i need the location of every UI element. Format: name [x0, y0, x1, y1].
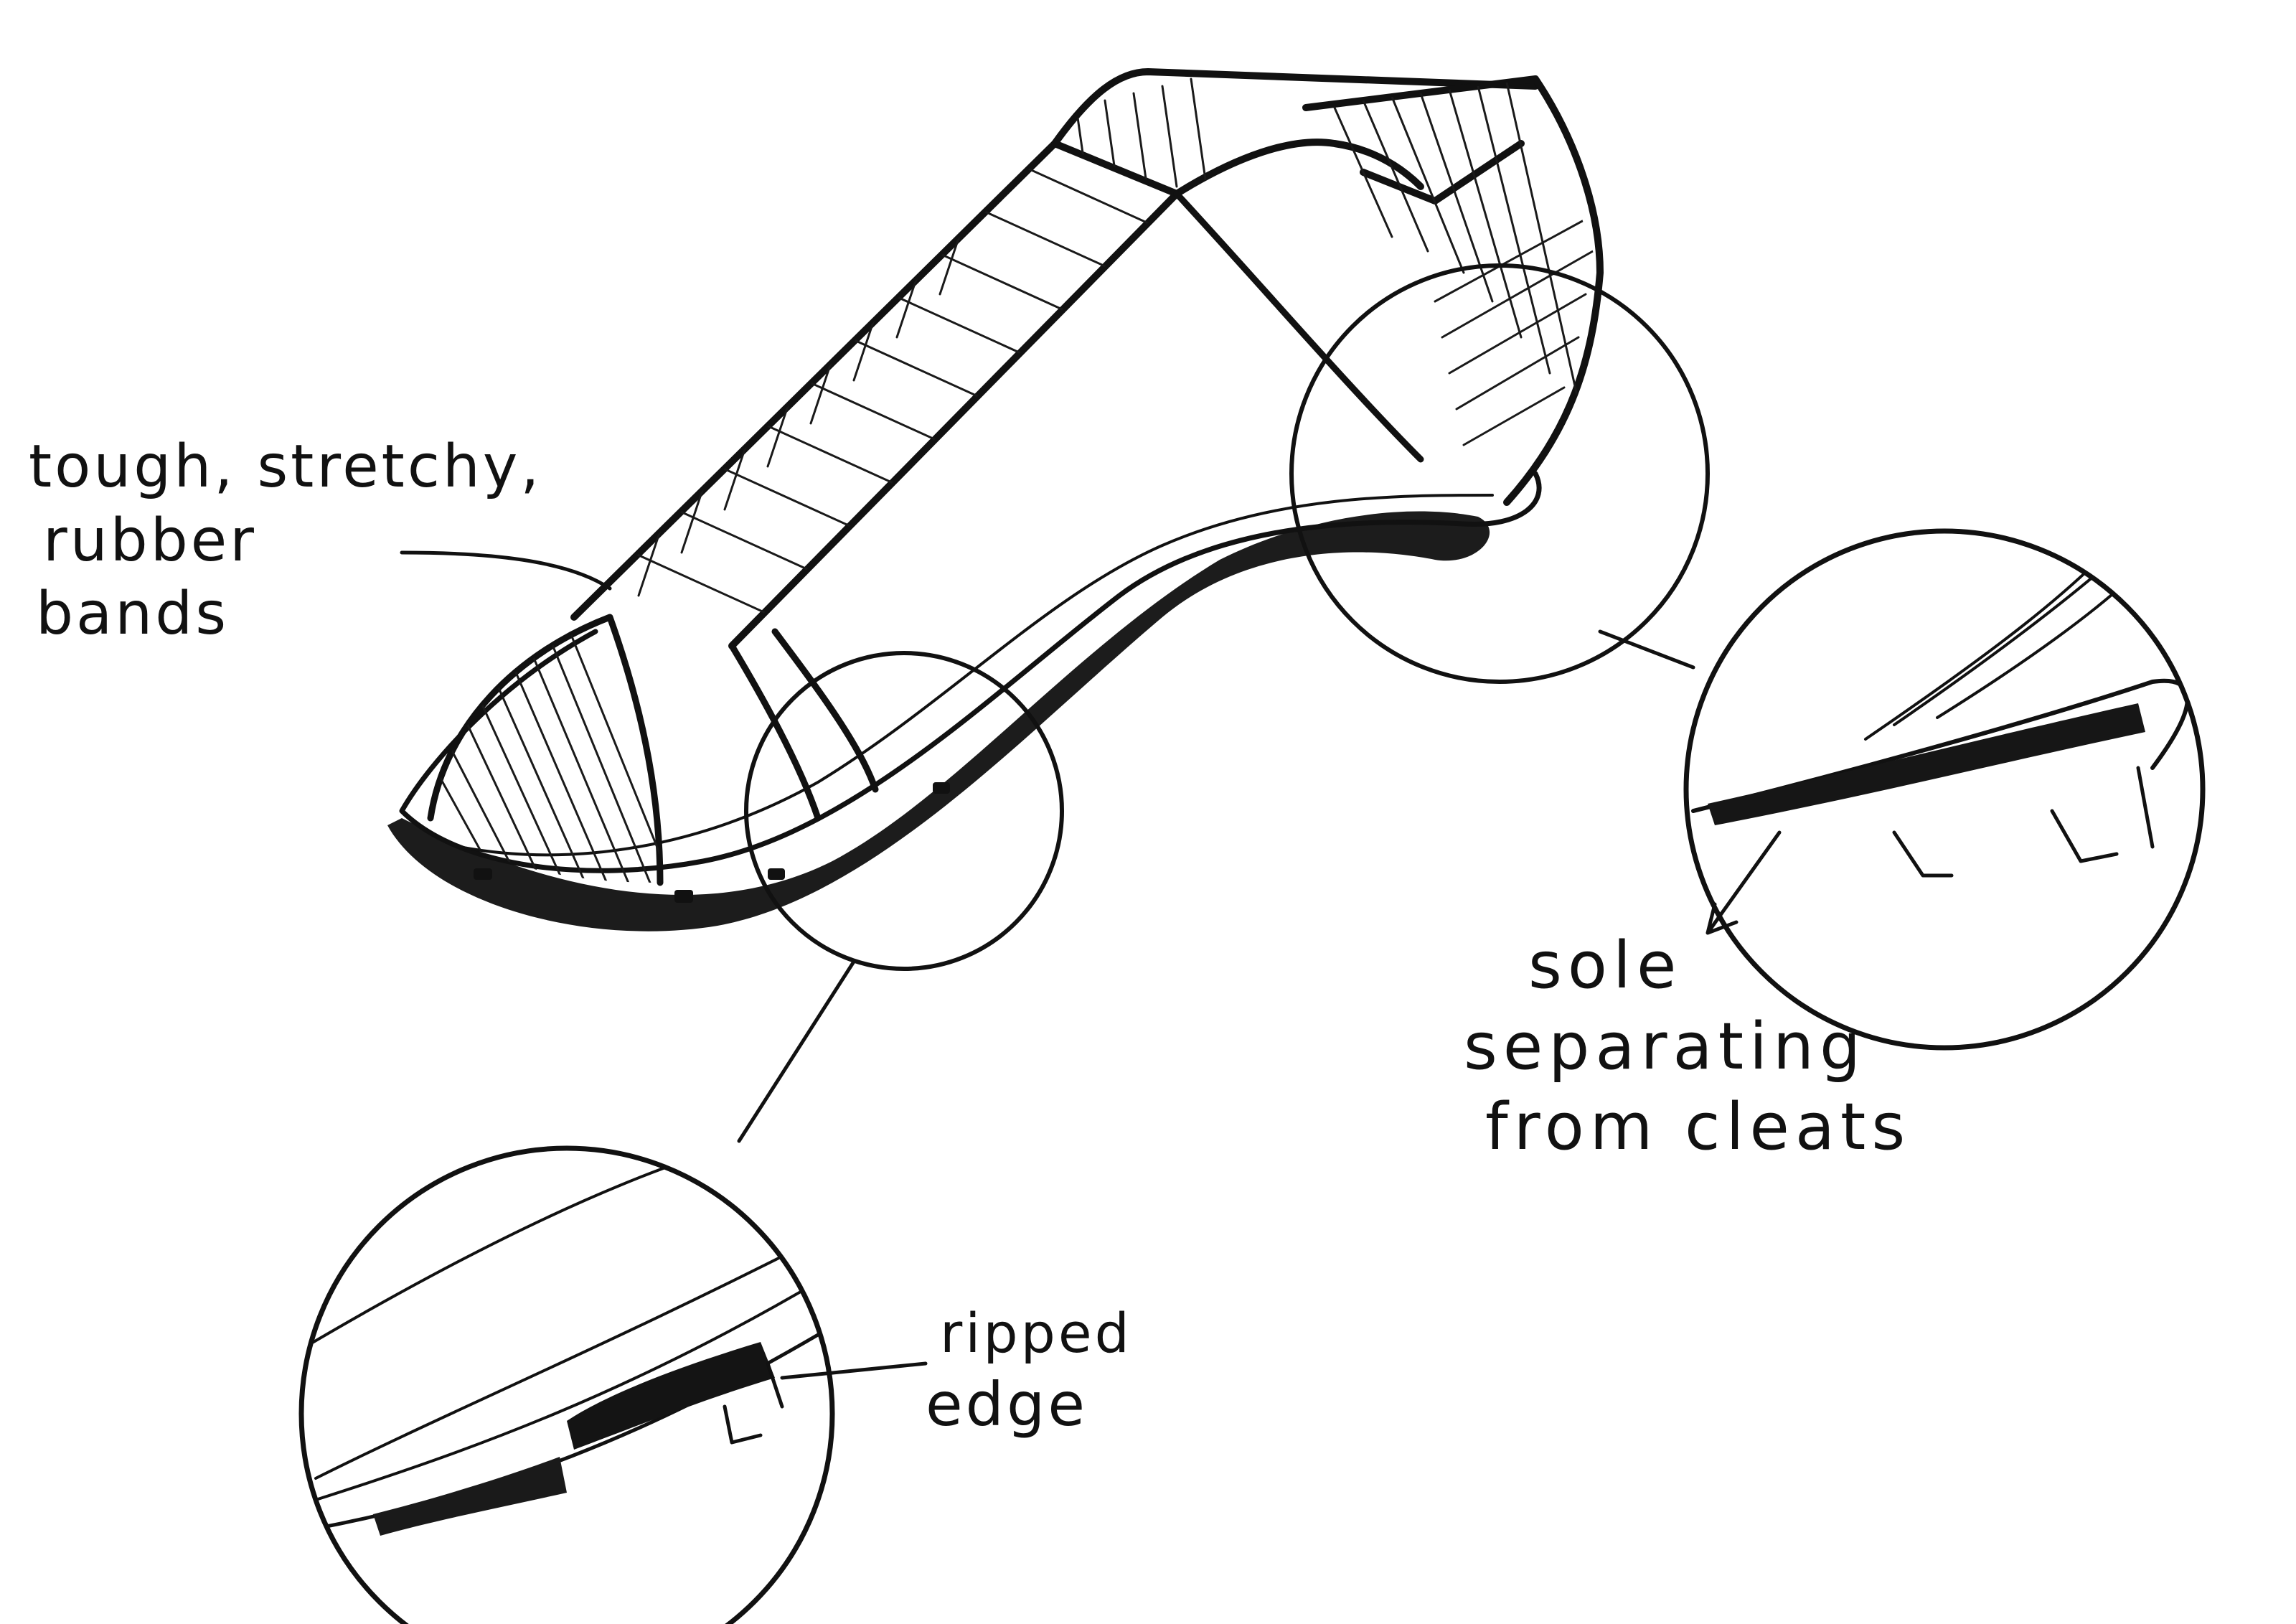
- ripped-leader-line: [782, 1363, 926, 1378]
- sole-annotation-line-3: from cleats: [1464, 1087, 1911, 1168]
- ripped-annotation-line-2: edge: [926, 1367, 1132, 1442]
- sole-annotation-line-1: sole: [1464, 926, 1911, 1007]
- ripped-annotation-line-1: ripped: [926, 1299, 1132, 1367]
- bands-annotation-line-1: tough, stretchy,: [29, 431, 542, 504]
- zoom-circle-ripped: [301, 1148, 832, 1624]
- side-strap-outline: [732, 194, 1421, 818]
- bands-annotation-line-2: rubber: [29, 504, 542, 578]
- heel-hatching: [1335, 83, 1593, 445]
- zoom-ripped-detail: [301, 1141, 854, 1536]
- ripped-annotation: ripped edge: [926, 1299, 1132, 1442]
- sole-annotation-line-2: separating: [1464, 1007, 1911, 1088]
- forefoot-callout-leader: [739, 962, 854, 1141]
- heel-callout-circle: [1292, 266, 1708, 682]
- sole-annotation: sole separating from cleats: [1464, 926, 1911, 1168]
- front-strap-hatching: [617, 144, 1162, 617]
- bands-annotation: tough, stretchy, rubber bands: [29, 431, 542, 652]
- zoom-sole-detail: [1693, 517, 2188, 876]
- sole-arrow-leader: [1708, 832, 1779, 933]
- forefoot-callout-circle: [746, 653, 1062, 969]
- front-strap-outline: [574, 144, 1177, 646]
- bands-annotation-line-3: bands: [29, 578, 542, 652]
